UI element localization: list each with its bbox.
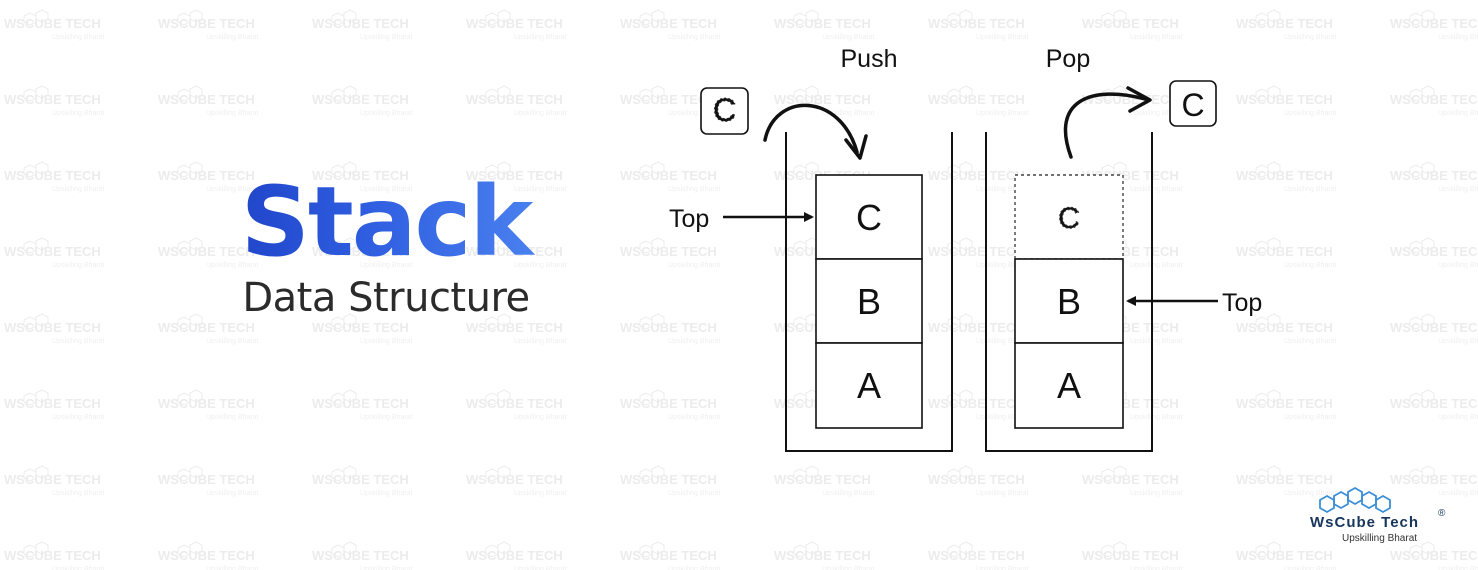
push-container <box>785 132 953 452</box>
push-incoming-letter: C <box>713 92 736 128</box>
pop-item-bottom: A <box>1014 342 1124 429</box>
pop-arrowhead <box>1126 86 1152 113</box>
logo-tagline: Upskilling Bharat <box>1342 533 1418 544</box>
pop-label: Pop <box>1046 45 1090 73</box>
title-main: Stack <box>206 168 566 276</box>
pop-top-label: Top <box>1222 289 1262 317</box>
pop-removed-slot: C <box>1014 174 1124 260</box>
push-item-top: C <box>815 174 923 260</box>
title-block: Stack Data Structure <box>206 168 566 322</box>
push-item-bottom: A <box>815 342 923 429</box>
pop-removed-letter: C <box>1058 202 1080 235</box>
pop-outgoing-tile: C <box>1169 80 1217 127</box>
pop-item-label: A <box>1057 365 1081 406</box>
push-incoming-tile: C <box>700 87 749 135</box>
pop-item-top: B <box>1014 258 1124 344</box>
pop-arrow <box>1063 92 1147 159</box>
push-item-label: C <box>856 197 882 238</box>
title-subtitle: Data Structure <box>242 275 530 321</box>
push-item-label: B <box>857 281 881 322</box>
hexagon-logo-icon <box>1319 486 1391 514</box>
logo-registered-mark: ® <box>1438 508 1446 519</box>
pop-container <box>985 132 1153 452</box>
pop-outgoing-letter: C <box>1181 87 1204 123</box>
push-arrowhead <box>844 134 868 160</box>
logo-name: WsCube Tech <box>1310 514 1420 531</box>
push-item-middle: B <box>815 258 923 344</box>
push-arrow <box>763 103 859 154</box>
push-top-label: Top <box>669 205 709 233</box>
push-item-label: A <box>857 365 881 406</box>
push-label: Push <box>841 45 898 73</box>
pop-item-label: B <box>1057 281 1081 322</box>
brand-logo: WsCube Tech ® Upskilling Bharat <box>1300 486 1450 550</box>
